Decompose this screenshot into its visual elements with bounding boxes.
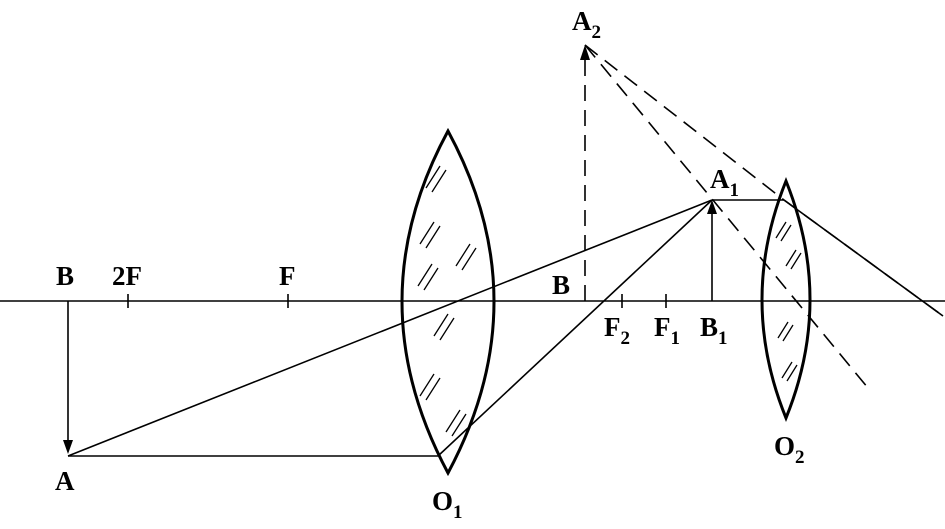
image2-arrowhead: [580, 45, 590, 60]
ray-a-through-center: [67, 199, 713, 457]
image1-arrowhead: [707, 200, 717, 214]
object-arrowhead: [63, 440, 73, 454]
lens-o2: [760, 176, 812, 422]
label-a1: A1: [710, 164, 739, 201]
virtual-ray-2: [783, 199, 944, 317]
label-f: F: [279, 261, 296, 291]
label-f1: F1: [654, 312, 680, 349]
label-o1: O1: [432, 486, 463, 523]
label-f2: F2: [604, 312, 630, 349]
label-a-object: A: [55, 466, 75, 496]
label-b-object: B: [56, 261, 74, 291]
lens-o1: [400, 127, 496, 477]
ray-refracted-to-a1: [437, 199, 713, 457]
label-2f: 2F: [112, 261, 142, 291]
label-o2: O2: [774, 431, 805, 468]
label-a2: A2: [572, 6, 601, 43]
label-b-image2: B: [552, 270, 570, 300]
label-b1: B1: [700, 312, 728, 349]
virtual-ray-1: [584, 44, 785, 201]
